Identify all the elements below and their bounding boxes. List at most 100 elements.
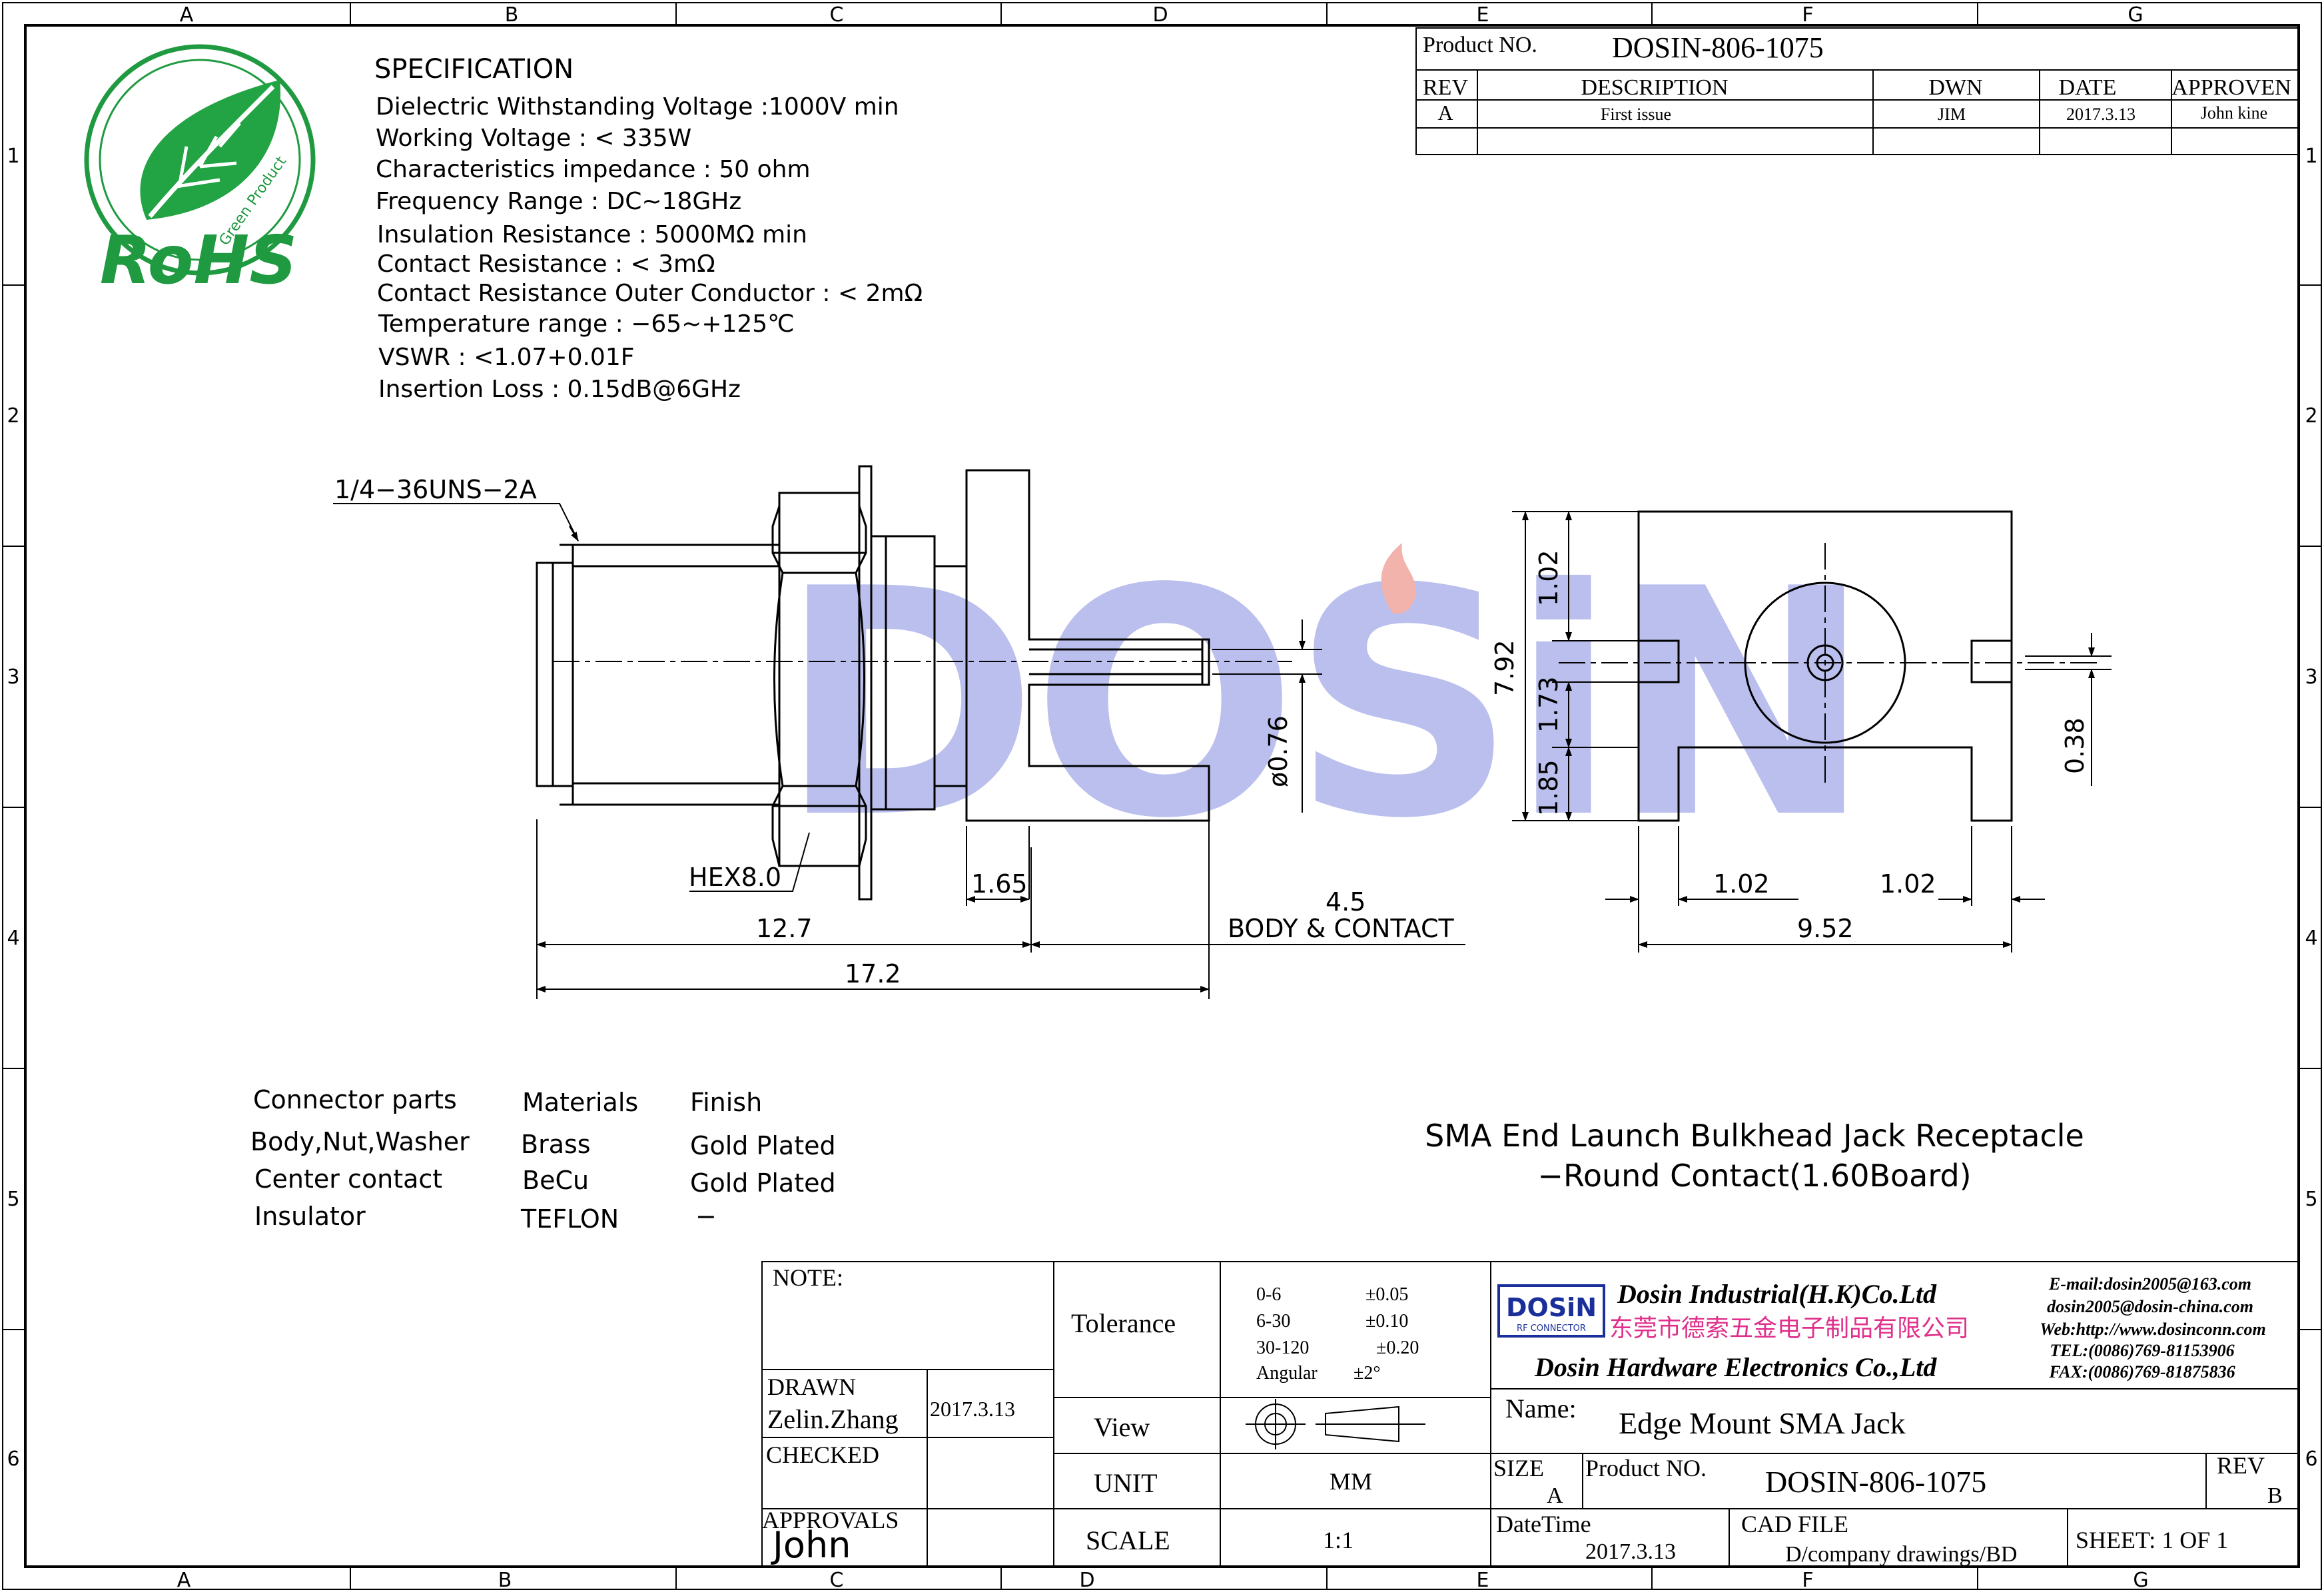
tolerance-label: Tolerance bbox=[1071, 1308, 1176, 1338]
spec-line: Insulation Resistance : 5000MΩ min bbox=[377, 221, 807, 248]
row-label: 6 bbox=[2305, 1447, 2317, 1471]
rev-cell: John kine bbox=[2201, 103, 2267, 123]
unit-label: UNIT bbox=[1094, 1468, 1158, 1498]
size-value: A bbox=[1547, 1483, 1563, 1508]
materials-header: Connector parts bbox=[253, 1085, 457, 1114]
tolerance-range: 6-30 bbox=[1256, 1311, 1290, 1332]
checked-label: CHECKED bbox=[766, 1441, 879, 1468]
materials-cell: − bbox=[695, 1202, 717, 1231]
contact-line: dosin2005@dosin-china.com bbox=[2047, 1297, 2253, 1316]
tolerance-value: ±2° bbox=[1354, 1363, 1381, 1384]
materials-header: Materials bbox=[522, 1088, 638, 1117]
materials-cell: Brass bbox=[521, 1130, 591, 1159]
unit-value: MM bbox=[1330, 1468, 1372, 1495]
dim-0-38: 0.38 bbox=[2060, 717, 2090, 774]
dim-1-73: 1.73 bbox=[1534, 676, 1563, 733]
svg-text:RF CONNECTOR: RF CONNECTOR bbox=[1517, 1324, 1586, 1334]
row-label: 5 bbox=[7, 1188, 19, 1211]
scale-value: 1:1 bbox=[1323, 1527, 1354, 1553]
datetime-label: DateTime bbox=[1496, 1511, 1591, 1537]
front-view-drawing: 7.92 1.02 1.73 1.85 0.38 1.02 1.02 9.52 bbox=[1490, 510, 2112, 953]
product-desc-line2: −Round Contact(1.60Board) bbox=[1537, 1158, 1971, 1194]
specification-block: SPECIFICATION Dielectric Withstanding Vo… bbox=[374, 54, 923, 403]
rev-cell: A bbox=[1437, 101, 1453, 125]
materials-header: Finish bbox=[690, 1088, 762, 1117]
flame-icon bbox=[1381, 543, 1416, 614]
materials-cell: BeCu bbox=[522, 1166, 589, 1195]
spec-line: Dielectric Withstanding Voltage :1000V m… bbox=[376, 93, 899, 121]
part-name: Edge Mount SMA Jack bbox=[1619, 1406, 1906, 1440]
side-view-drawing: 1/4−36UNS−2A HEX8.0 1.65 12.7 17.2 4.5 B… bbox=[333, 465, 1465, 999]
spec-title: SPECIFICATION bbox=[374, 54, 574, 85]
sheet-label: SHEET: 1 OF 1 bbox=[2076, 1527, 2228, 1553]
tb-product-label: Product NO. bbox=[1585, 1455, 1707, 1481]
col-label: A bbox=[180, 3, 194, 27]
rev-cell: 2017.3.13 bbox=[2066, 105, 2135, 124]
approved-by: John bbox=[771, 1524, 851, 1566]
spec-line: Contact Resistance : < 3mΩ bbox=[377, 250, 715, 278]
tb-product-no: DOSIN-806-1075 bbox=[1765, 1465, 1986, 1499]
row-label: 4 bbox=[7, 927, 19, 950]
drawn-label: DRAWN bbox=[767, 1374, 856, 1400]
rev-product-label: Product NO. bbox=[1423, 33, 1537, 57]
contact-line: E-mail:dosin2005@163.com bbox=[2048, 1274, 2251, 1294]
contact-line: TEL:(0086)769-81153906 bbox=[2050, 1341, 2234, 1360]
materials-cell: Gold Plated bbox=[690, 1131, 836, 1160]
title-block: NOTE: DRAWN Zelin.Zhang 2017.3.13 CHECKE… bbox=[761, 1261, 2299, 1567]
col-label: A bbox=[177, 1569, 191, 1592]
spec-line: Frequency Range : DC~18GHz bbox=[376, 188, 741, 215]
dim-17-2: 17.2 bbox=[845, 959, 901, 989]
col-label: B bbox=[498, 1569, 512, 1592]
name-label: Name: bbox=[1505, 1393, 1577, 1423]
spec-line: Working Voltage : < 335W bbox=[376, 125, 691, 152]
company-hw: Dosin Hardware Electronics Co.,Ltd bbox=[1534, 1352, 1937, 1382]
datetime-value: 2017.3.13 bbox=[1585, 1539, 1676, 1564]
dim-12-7: 12.7 bbox=[756, 914, 813, 943]
tolerance-value: ±0.20 bbox=[1376, 1338, 1419, 1358]
svg-text:DOSiN: DOSiN bbox=[1506, 1293, 1597, 1322]
company-logo: DOSiN RF CONNECTOR bbox=[1497, 1284, 1605, 1338]
row-label: 3 bbox=[2305, 665, 2317, 689]
col-label: D bbox=[1152, 3, 1168, 27]
drawn-by: Zelin.Zhang bbox=[767, 1404, 899, 1434]
cad-label: CAD FILE bbox=[1741, 1511, 1848, 1537]
projection-view-icon bbox=[1246, 1399, 1425, 1449]
spec-line: Insertion Loss : 0.15dB@6GHz bbox=[378, 376, 741, 403]
tolerance-range: 30-120 bbox=[1256, 1338, 1309, 1358]
cad-path: D/company drawings/BD bbox=[1785, 1542, 2017, 1567]
dim-4-5: 4.5 bbox=[1326, 887, 1365, 917]
dim-dia-0-76: ø0.76 bbox=[1264, 715, 1293, 787]
revision-table: Product NO. DOSIN-806-1075 REV DESCRIPTI… bbox=[1415, 27, 2299, 155]
dim-1-85: 1.85 bbox=[1534, 759, 1563, 816]
view-label: View bbox=[1094, 1412, 1150, 1442]
contact-line: FAX:(0086)769-81875836 bbox=[2048, 1362, 2235, 1382]
svg-text:RoHS: RoHS bbox=[100, 221, 297, 299]
rev-header: DATE bbox=[2059, 75, 2117, 100]
row-label: 3 bbox=[7, 665, 19, 689]
dim-1-02-right: 1.02 bbox=[1880, 869, 1936, 899]
rev-product-no: DOSIN-806-1075 bbox=[1612, 31, 1824, 64]
col-label: F bbox=[1802, 3, 1813, 27]
tb-rev-label: REV bbox=[2217, 1452, 2265, 1479]
tb-rev-value: B bbox=[2267, 1483, 2283, 1508]
col-label: C bbox=[830, 1569, 844, 1592]
note-label: NOTE: bbox=[773, 1264, 843, 1291]
drawn-date: 2017.3.13 bbox=[930, 1397, 1015, 1421]
col-label: E bbox=[1477, 3, 1489, 27]
spec-line: Temperature range : −65~+125℃ bbox=[378, 310, 795, 338]
row-label: 4 bbox=[2305, 927, 2317, 950]
col-label: F bbox=[1802, 1569, 1813, 1592]
scale-label: SCALE bbox=[1086, 1525, 1170, 1555]
dim-1-02-vertical: 1.02 bbox=[1534, 550, 1563, 606]
materials-cell: Insulator bbox=[254, 1202, 366, 1231]
materials-cell: Gold Plated bbox=[690, 1168, 836, 1198]
row-label: 6 bbox=[7, 1447, 19, 1471]
thread-callout: 1/4−36UNS−2A bbox=[334, 475, 537, 504]
col-label: B bbox=[505, 3, 519, 27]
col-label: G bbox=[2128, 3, 2143, 27]
approvals-label: APPROVALS bbox=[762, 1507, 899, 1533]
tolerance-value: ±0.05 bbox=[1365, 1284, 1408, 1305]
materials-table: Connector parts Materials Finish Body,Nu… bbox=[250, 1085, 836, 1234]
product-desc-line1: SMA End Launch Bulkhead Jack Receptacle bbox=[1425, 1118, 2084, 1154]
